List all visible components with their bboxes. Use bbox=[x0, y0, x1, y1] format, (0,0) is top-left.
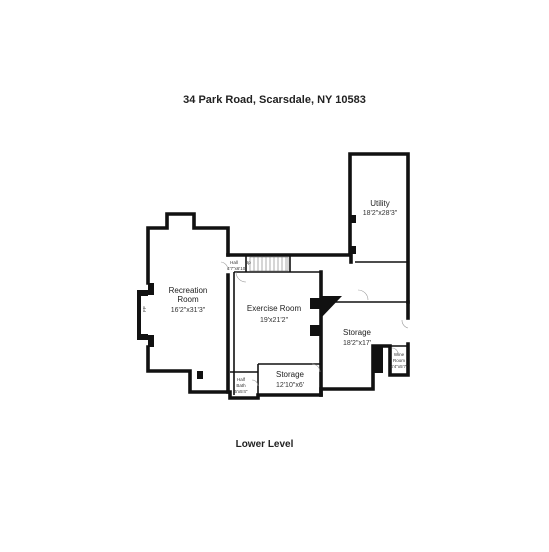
storage-main-dims: 18'2"x17' bbox=[343, 340, 371, 347]
recreation-name-line1: Recreation bbox=[169, 286, 208, 295]
half-bath-name-line1: Half bbox=[237, 377, 246, 382]
utility-name: Utility bbox=[370, 199, 390, 208]
stairs-up-label: Up bbox=[245, 260, 251, 265]
room-hall: Hall 4'7"x6'10" Up bbox=[227, 260, 251, 271]
wine-dims: 4'4"x5'7" bbox=[390, 364, 408, 369]
exercise-dims: 19'x21'2" bbox=[260, 317, 289, 324]
utility-dims: 18'2"x28'3" bbox=[363, 210, 398, 217]
room-storage-main: Storage 18'2"x17' bbox=[343, 328, 372, 347]
floor-level-title: Lower Level bbox=[235, 439, 294, 450]
fireplace: FP bbox=[137, 283, 154, 347]
room-storage-small: Storage 12'10"x6' bbox=[276, 370, 305, 389]
outer-walls bbox=[146, 152, 410, 400]
columns bbox=[197, 215, 383, 379]
room-utility: Utility 18'2"x28'3" bbox=[363, 199, 398, 217]
storage-main-name: Storage bbox=[343, 328, 372, 337]
room-exercise: Exercise Room 19'x21'2" bbox=[247, 304, 302, 324]
half-bath-dims: 5'x5'4" bbox=[234, 389, 247, 394]
interior-walls bbox=[226, 253, 408, 398]
property-address: 34 Park Road, Scarsdale, NY 10583 bbox=[183, 94, 366, 106]
hall-dims: 4'7"x6'10" bbox=[227, 266, 247, 271]
fireplace-label: FP bbox=[142, 306, 147, 312]
exercise-name: Exercise Room bbox=[247, 304, 302, 313]
stairs bbox=[249, 256, 289, 272]
recreation-dims: 16'2"x31'3" bbox=[171, 307, 206, 314]
room-recreation: Recreation Room 16'2"x31'3" bbox=[169, 286, 208, 314]
storage-small-name: Storage bbox=[276, 370, 305, 379]
half-bath-name-line2: Bath bbox=[236, 383, 246, 388]
storage-small-dims: 12'10"x6' bbox=[276, 382, 304, 389]
wine-name-line1: Wine bbox=[394, 352, 405, 357]
hall-name: Hall bbox=[230, 260, 238, 265]
recreation-name-line2: Room bbox=[177, 295, 199, 304]
room-half-bath: Half Bath 5'x5'4" bbox=[234, 377, 247, 394]
wine-name-line2: Room bbox=[393, 358, 405, 363]
room-wine: Wine Room 4'4"x5'7" bbox=[390, 352, 408, 369]
